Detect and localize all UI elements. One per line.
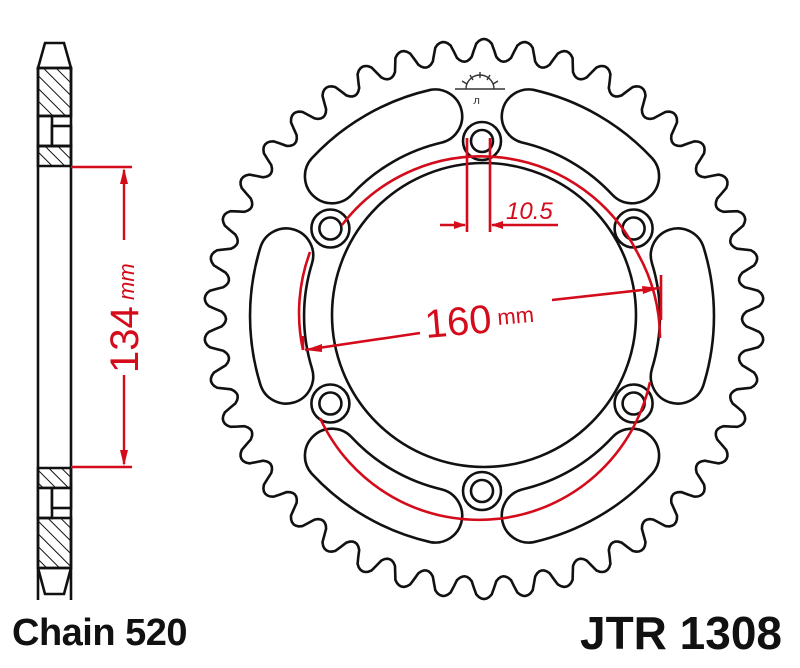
profile-tooth-top [36,41,73,70]
svg-text:л: л [473,94,480,107]
sprocket-teeth-outline [203,37,765,601]
bolt-hole [461,470,503,512]
bore-dimension-value: 134 [103,306,147,373]
bolt-hole [461,120,503,162]
bore-dimension-unit: mm [114,263,139,300]
lightening-slot [649,227,716,405]
bolt-circle-dimension [297,138,663,522]
part-number-label: JTR 1308 [579,607,782,659]
profile-hatch-top [36,66,73,118]
bolt-circle-value: 160 [423,297,493,347]
chain-size-label: Chain 520 [12,612,188,654]
lightening-slots [248,88,716,544]
lightening-slot [303,88,464,205]
sprocket-front-view [203,37,765,601]
lightening-slot [248,227,315,405]
lightening-slot [303,427,464,544]
bolt-hole-value: 10.5 [506,198,553,225]
profile-tooth-bottom [36,567,73,596]
bore-dimension [71,165,132,469]
bolt-holes [310,120,654,512]
center-bore [330,161,638,469]
bolt-hole [613,208,654,249]
bolt-hole [310,383,351,424]
side-profile [36,41,73,600]
sun-rising-logo-icon: л [455,72,505,107]
lightening-slot [500,427,661,544]
profile-hatch-bottom [36,516,73,570]
bolt-circle-unit: mm [496,302,535,330]
bolt-hole [310,208,351,249]
lightening-slot [500,88,661,205]
